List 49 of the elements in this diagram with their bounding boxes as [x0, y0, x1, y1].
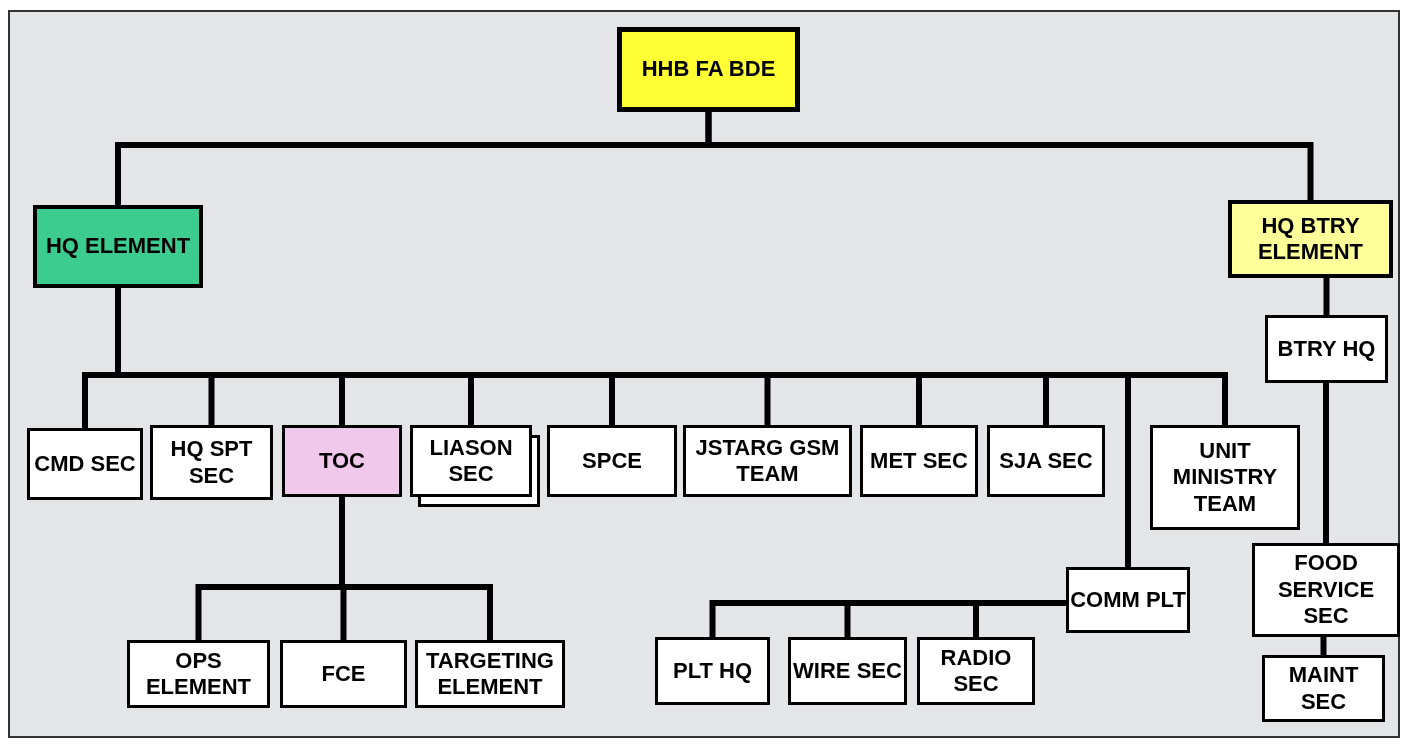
- connector-line: [1320, 637, 1327, 655]
- org-unit-box: [33, 205, 203, 288]
- connector-line: [973, 600, 1066, 637]
- unit-label: SPCE: [582, 447, 642, 475]
- connector-line: [705, 112, 1314, 200]
- org-unit-box: [655, 637, 770, 705]
- org-unit-box: [1262, 655, 1385, 722]
- connector-line: [339, 497, 493, 640]
- unit-label: PLT HQ: [673, 657, 752, 685]
- unit-label: FCE: [321, 660, 366, 688]
- unit-label: WIRE SEC: [793, 657, 902, 685]
- unit-label: TOC: [318, 447, 365, 475]
- org-unit-box: [1228, 200, 1393, 278]
- unit-label: HQ BTRY ELEMENT: [1256, 212, 1365, 266]
- unit-label: RADIO SEC: [939, 644, 1013, 698]
- unit-label: HHB FA BDE: [641, 56, 776, 83]
- org-unit-box: [683, 425, 852, 497]
- unit-label: CMD SEC: [34, 450, 136, 478]
- unit-label: FOOD SERVICE SEC: [1276, 550, 1376, 630]
- org-unit-box: [1265, 315, 1388, 383]
- unit-label: MAINT SEC: [1287, 662, 1360, 715]
- unit-label: HQ SPT SEC: [169, 436, 254, 489]
- org-unit-box: [617, 27, 800, 112]
- org-unit-box: [127, 640, 270, 708]
- unit-label: UNIT MINISTRY TEAM: [1171, 437, 1279, 518]
- unit-label: OPS ELEMENT: [144, 647, 253, 701]
- org-unit-box: [788, 637, 907, 705]
- org-unit-box: [1066, 567, 1190, 633]
- connector-line: [1323, 278, 1330, 315]
- org-unit-box: [282, 425, 402, 497]
- org-unit-box: [860, 425, 978, 497]
- unit-label: JSTARG GSM TEAM: [694, 434, 841, 488]
- unit-label: LIASON SEC: [428, 434, 514, 488]
- unit-label: SJA SEC: [999, 447, 1093, 475]
- connector-line: [1323, 383, 1329, 543]
- unit-label: MET SEC: [870, 447, 968, 475]
- org-unit-box: [987, 425, 1105, 497]
- unit-label: TARGETING ELEMENT: [425, 647, 555, 701]
- unit-label: BTRY HQ: [1277, 335, 1376, 363]
- org-unit-box: [150, 425, 273, 500]
- org-unit-box: [1252, 543, 1400, 637]
- org-unit-box: [27, 428, 143, 500]
- unit-label: COMM PLT: [1070, 586, 1186, 614]
- unit-label: HQ ELEMENT: [45, 233, 191, 260]
- org-unit-box: [1150, 425, 1300, 530]
- org-unit-box: [917, 637, 1035, 705]
- org-unit-box: [415, 640, 565, 708]
- org-unit-box: [547, 425, 677, 497]
- org-unit-box: [280, 640, 407, 708]
